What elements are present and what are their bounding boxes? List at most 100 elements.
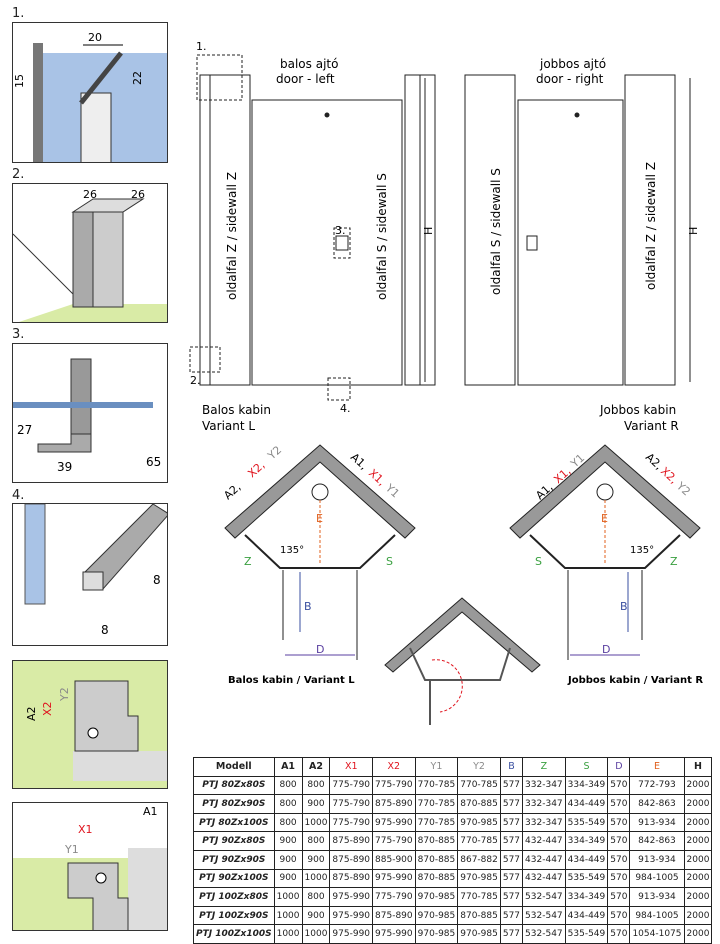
value-cell: 870-885: [414, 868, 459, 889]
value-cell: 975-990: [329, 887, 374, 907]
elevation-left: [189, 54, 436, 401]
value-cell: 875-890: [329, 831, 374, 851]
value-cell: 1000: [301, 812, 331, 833]
model-cell: PTJ 80Zx80S: [193, 775, 275, 796]
value-cell: 2000: [683, 905, 713, 926]
value-cell: 800: [273, 775, 303, 796]
value-cell: 800: [273, 794, 303, 814]
plan-left-z: Z: [244, 555, 252, 568]
right-caption-1: Jobbos kabin: [599, 403, 676, 417]
detail-2-panel: 26 26: [12, 183, 168, 323]
plan-left-y1: Y1: [382, 481, 402, 501]
value-cell: 772-793: [629, 775, 685, 796]
value-cell: 570: [607, 849, 631, 870]
column-header-modell: Modell: [193, 757, 275, 777]
callout-4: 4.: [340, 402, 351, 415]
value-cell: 975-990: [329, 924, 374, 944]
model-cell: PTJ 80Zx90S: [193, 794, 275, 814]
column-header-b: B: [499, 757, 524, 777]
value-cell: 535-549: [564, 924, 609, 944]
value-cell: 577: [499, 849, 524, 870]
left-door-label-en: door - left: [276, 72, 335, 86]
value-cell: 900: [273, 831, 303, 851]
model-cell: PTJ 100Zx100S: [193, 924, 275, 944]
column-header-x2: X2: [372, 757, 416, 777]
value-cell: 900: [273, 849, 303, 870]
value-cell: 975-990: [372, 812, 416, 833]
value-cell: 2000: [683, 887, 713, 907]
value-cell: 432-447: [522, 849, 566, 870]
value-cell: 800: [301, 831, 331, 851]
plan-right-b: B: [620, 600, 628, 613]
model-cell: PTJ 90Zx80S: [193, 831, 275, 851]
plan-right-caption: Jobbos kabin / Variant R: [567, 675, 703, 686]
value-cell: 2000: [683, 775, 713, 796]
plan-right-angle: 135°: [630, 545, 654, 556]
value-cell: 775-790: [372, 775, 416, 796]
plan-left-e: E: [316, 512, 323, 525]
value-cell: 535-549: [564, 868, 609, 889]
dim-27: 27: [17, 423, 32, 437]
value-cell: 1000: [301, 868, 331, 889]
plan-left-y2: Y2: [265, 443, 285, 463]
value-cell: 970-985: [414, 924, 459, 944]
value-cell: 577: [499, 831, 524, 851]
value-cell: 1000: [273, 924, 303, 944]
value-cell: 2000: [683, 924, 713, 944]
dim-26a: 26: [83, 188, 97, 201]
model-cell: PTJ 90Zx90S: [193, 849, 275, 870]
plan-right-d: D: [602, 643, 610, 656]
value-cell: 570: [607, 924, 631, 944]
value-cell: 970-985: [457, 924, 501, 944]
value-cell: 900: [301, 905, 331, 926]
plan-left-x2: X2,: [245, 459, 267, 481]
dim-a2: A2: [25, 706, 38, 721]
value-cell: 975-990: [372, 924, 416, 944]
value-cell: 2000: [683, 868, 713, 889]
value-cell: 870-885: [457, 905, 501, 926]
value-cell: 770-785: [457, 831, 501, 851]
right-door-label-en: door - right: [536, 72, 604, 86]
value-cell: 870-885: [414, 831, 459, 851]
column-header-h: H: [683, 757, 713, 777]
value-cell: 2000: [683, 812, 713, 833]
value-cell: 1054-1075: [629, 924, 685, 944]
value-cell: 432-447: [522, 868, 566, 889]
value-cell: 800: [301, 887, 331, 907]
value-cell: 577: [499, 775, 524, 796]
left-caption-2: Variant L: [202, 419, 255, 433]
value-cell: 770-785: [457, 887, 501, 907]
value-cell: 570: [607, 775, 631, 796]
dim-26b: 26: [131, 188, 145, 201]
right-h: H: [687, 227, 700, 235]
dim-8b: 8: [153, 573, 161, 587]
right-caption-2: Variant R: [624, 419, 679, 433]
value-cell: 900: [273, 868, 303, 889]
column-header-z: Z: [522, 757, 566, 777]
plan-left-a1: A1,: [348, 451, 370, 473]
callout-2: 2.: [190, 374, 201, 387]
callout-1: 1.: [196, 40, 207, 53]
detail-2-label: 2.: [12, 167, 25, 182]
value-cell: 800: [273, 812, 303, 833]
model-cell: PTJ 80Zx100S: [193, 812, 275, 833]
dim-x2: X2: [41, 701, 54, 716]
model-cell: PTJ 90Zx100S: [193, 868, 275, 889]
value-cell: 1000: [301, 924, 331, 944]
column-header-a2: A2: [301, 757, 331, 777]
value-cell: 775-790: [329, 812, 374, 833]
value-cell: 970-985: [457, 868, 501, 889]
value-cell: 2000: [683, 794, 713, 814]
plan-right-s: S: [535, 555, 542, 568]
value-cell: 970-985: [414, 905, 459, 926]
value-cell: 2000: [683, 831, 713, 851]
